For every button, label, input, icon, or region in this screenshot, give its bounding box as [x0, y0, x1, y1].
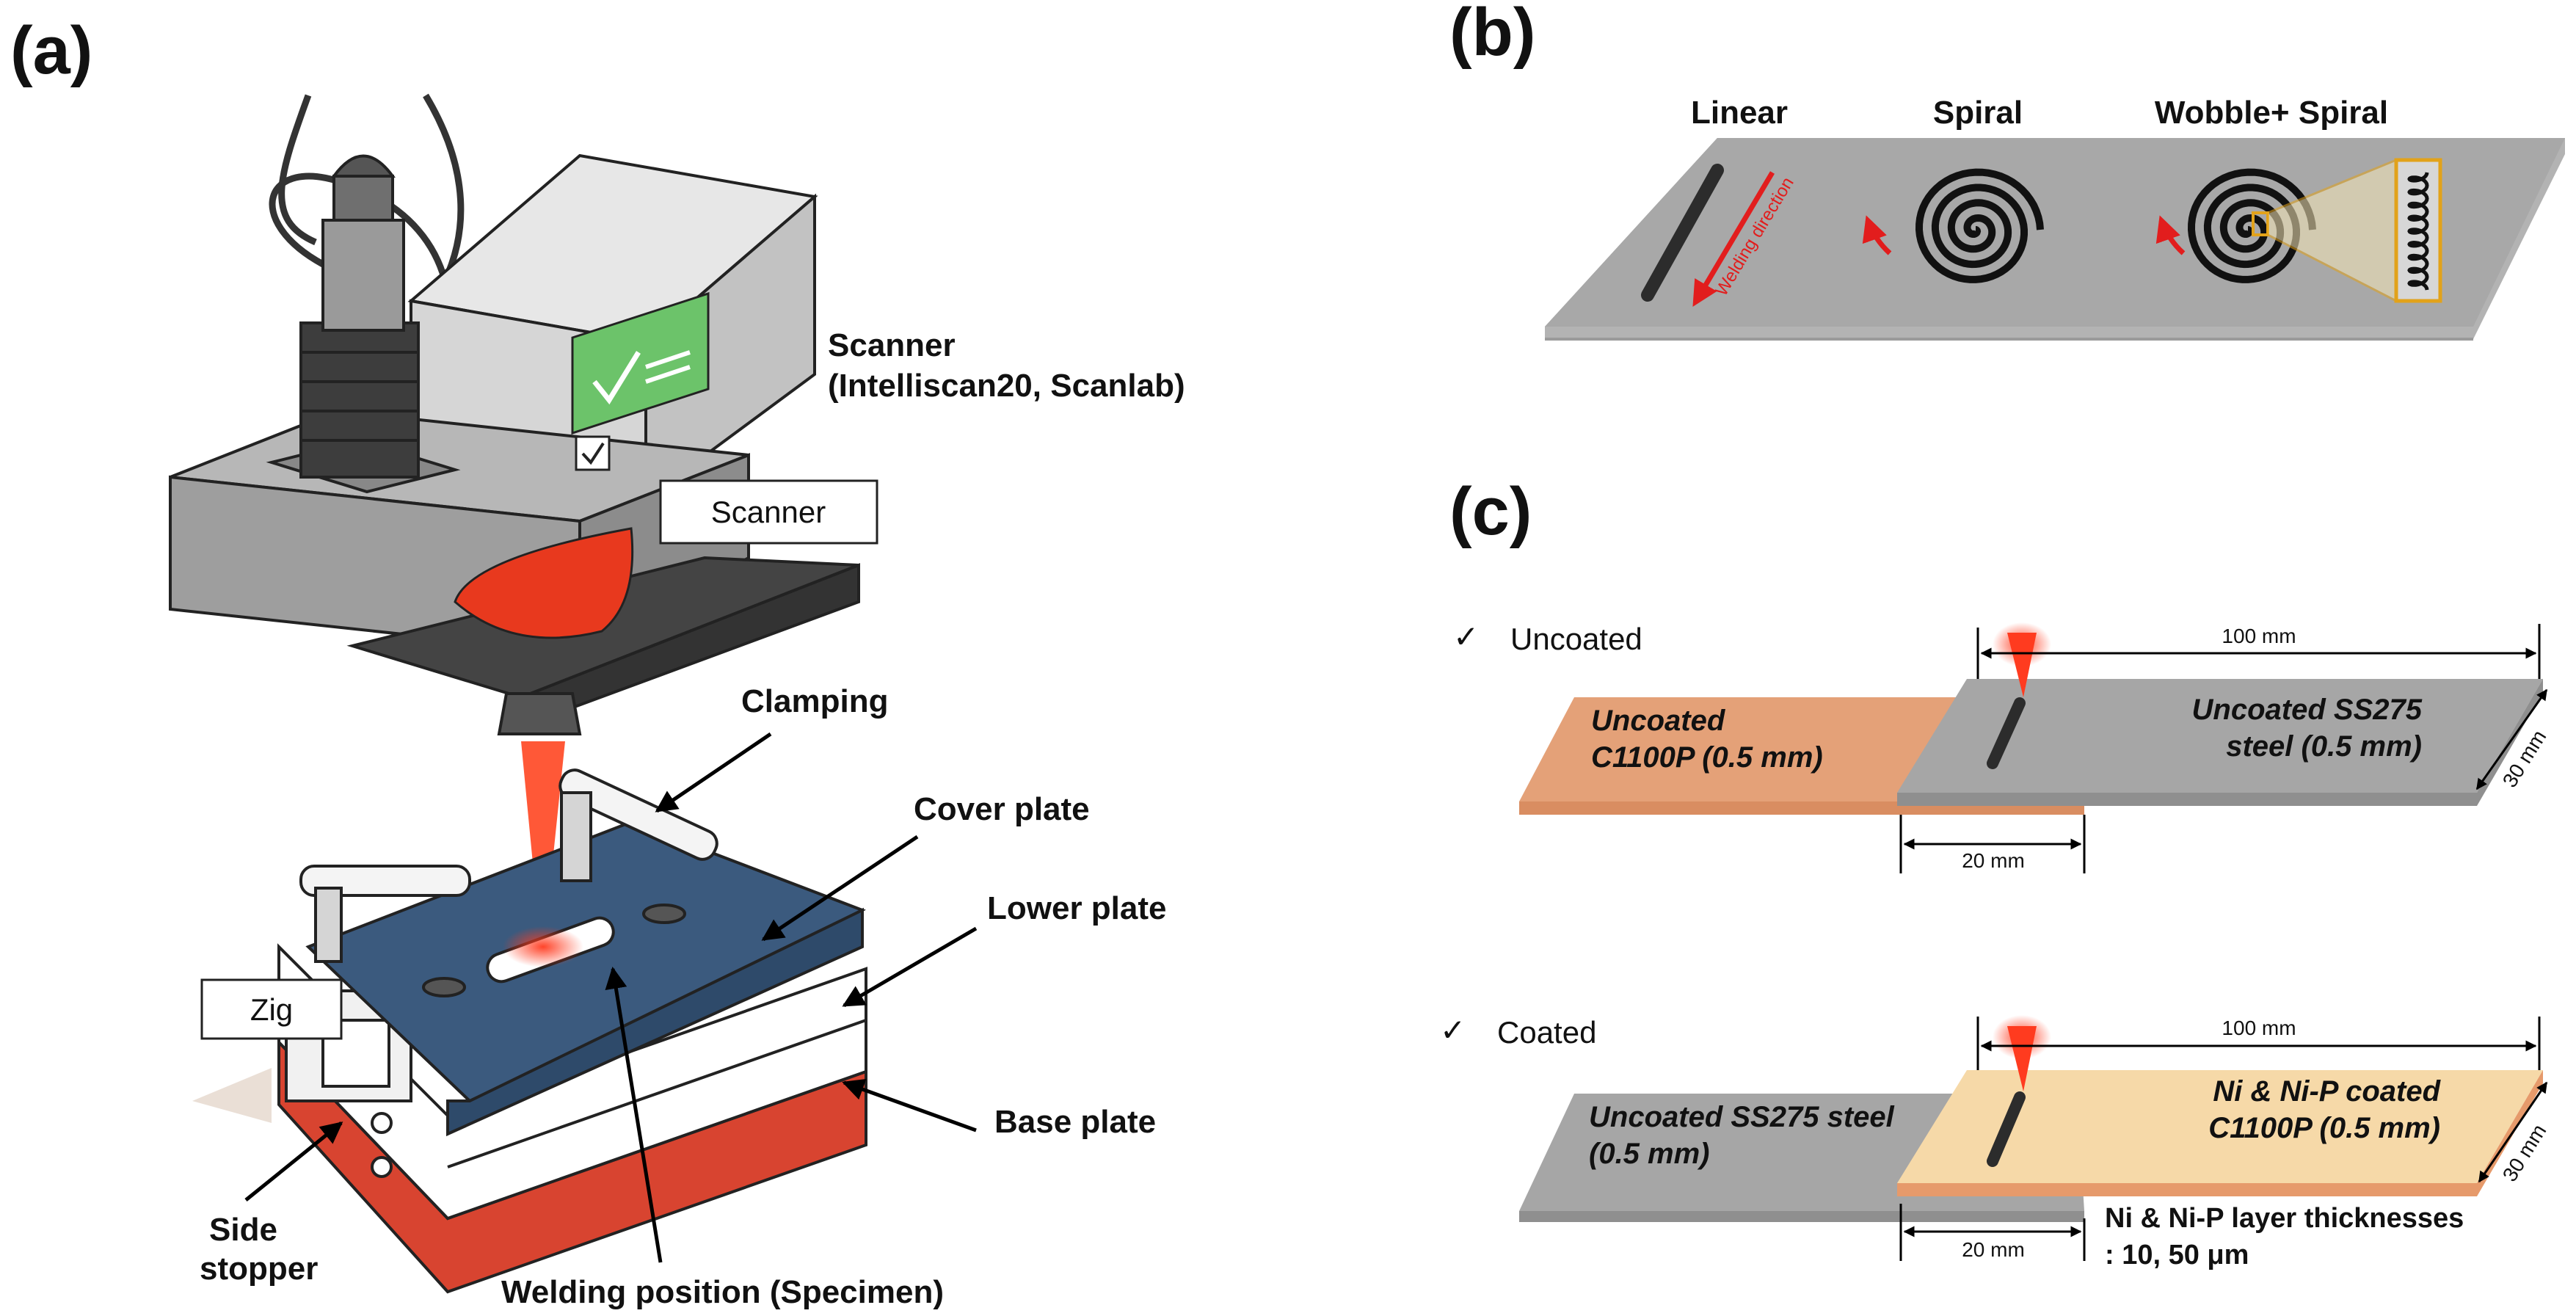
wobble-spiral-label: Wobble+ Spiral [2155, 95, 2388, 131]
scanner-display [571, 291, 710, 471]
coated-right-1: Ni & Ni-P coated [2213, 1075, 2441, 1108]
scanner-title: Scanner [828, 327, 956, 363]
coated-left-2: (0.5 mm) [1589, 1138, 1710, 1170]
cover-plate-label: Cover plate [914, 791, 1090, 827]
coated-layer-label-1: Ni & Ni-P layer thicknesses [2105, 1203, 2464, 1234]
side-stopper-label-1: Side [209, 1212, 277, 1248]
coated-layer-label-2: : 10, 50 μm [2105, 1240, 2249, 1270]
coated-weld-bead [1987, 1091, 2026, 1167]
uncoated-steel-plate [1897, 679, 2543, 793]
base-plate-label: Base plate [994, 1104, 1156, 1140]
wobble-direction-arrow [2155, 215, 2186, 255]
coated-left-1: Uncoated SS275 steel [1589, 1101, 1895, 1133]
linear-weld-bead [1641, 164, 1724, 302]
lower-plate-label: Lower plate [987, 890, 1167, 926]
panel-b-letter: (b) [1449, 0, 1535, 70]
uncoated-left-2: C1100P (0.5 mm) [1591, 741, 1823, 774]
uncoated-right-2: steel (0.5 mm) [2226, 730, 2422, 763]
coated-heading: Coated [1497, 1015, 1596, 1050]
scanner-unit [169, 153, 860, 735]
shadow-piece [192, 1068, 272, 1123]
panel-a-letter: (a) [10, 13, 92, 88]
coated-dimensions [1899, 1017, 2548, 1261]
spiral-weld [1915, 168, 2044, 283]
uncoated-dimensions [1899, 624, 2548, 873]
scanner-label-box-text: Scanner [711, 495, 826, 529]
uncoated-right-1: Uncoated SS275 [2192, 694, 2423, 726]
panel-c-letter: (c) [1449, 474, 1532, 549]
scanner-label-box [659, 479, 878, 545]
linear-label: Linear [1691, 95, 1788, 131]
coated-len-label: 100 mm [2222, 1017, 2296, 1039]
plate-b [1545, 138, 2565, 327]
coated-check: ✓ [1440, 1013, 1466, 1047]
wobble-coil [2407, 172, 2429, 291]
coated-overlap-label: 20 mm [1962, 1238, 2025, 1261]
spiral-direction-arrow [1862, 215, 1892, 255]
laser-beam [521, 741, 565, 939]
panel-a: (a) [10, 13, 1185, 1310]
laser-cone [454, 527, 634, 639]
spiral-label: Spiral [1933, 95, 2023, 131]
welding-position-label: Welding position (Specimen) [501, 1274, 944, 1310]
uncoated-heading: Uncoated [1510, 622, 1642, 656]
callout-arrows [244, 732, 978, 1263]
uncoated-len-label: 100 mm [2222, 625, 2296, 647]
coated-copper-plate [1897, 1070, 2543, 1183]
fixture [277, 768, 867, 1294]
scanner-head [266, 154, 461, 494]
uncoated-check: ✓ [1453, 619, 1479, 654]
laser-spot [503, 926, 583, 967]
zig-label: Zig [250, 992, 293, 1027]
uncoated-overlap-label: 20 mm [1962, 849, 2025, 872]
clamping-label: Clamping [741, 683, 888, 719]
zig-label-box [200, 978, 343, 1040]
side-stopper-label-2: stopper [200, 1251, 318, 1287]
panel-c: (c) ✓ Uncoated Uncoated C1100P (0.5 mm) … [1440, 474, 2550, 1270]
coated-right-2: C1100P (0.5 mm) [2208, 1112, 2440, 1144]
panel-b: (b) Linear Spiral Wobble+ Spiral Welding… [1449, 0, 2565, 341]
uncoated-left-1: Uncoated [1591, 705, 1726, 737]
scanner-model: (Intelliscan20, Scanlab) [828, 368, 1185, 404]
uncoated-weld-bead [1987, 697, 2026, 769]
welding-direction-arrow [1692, 171, 1775, 308]
